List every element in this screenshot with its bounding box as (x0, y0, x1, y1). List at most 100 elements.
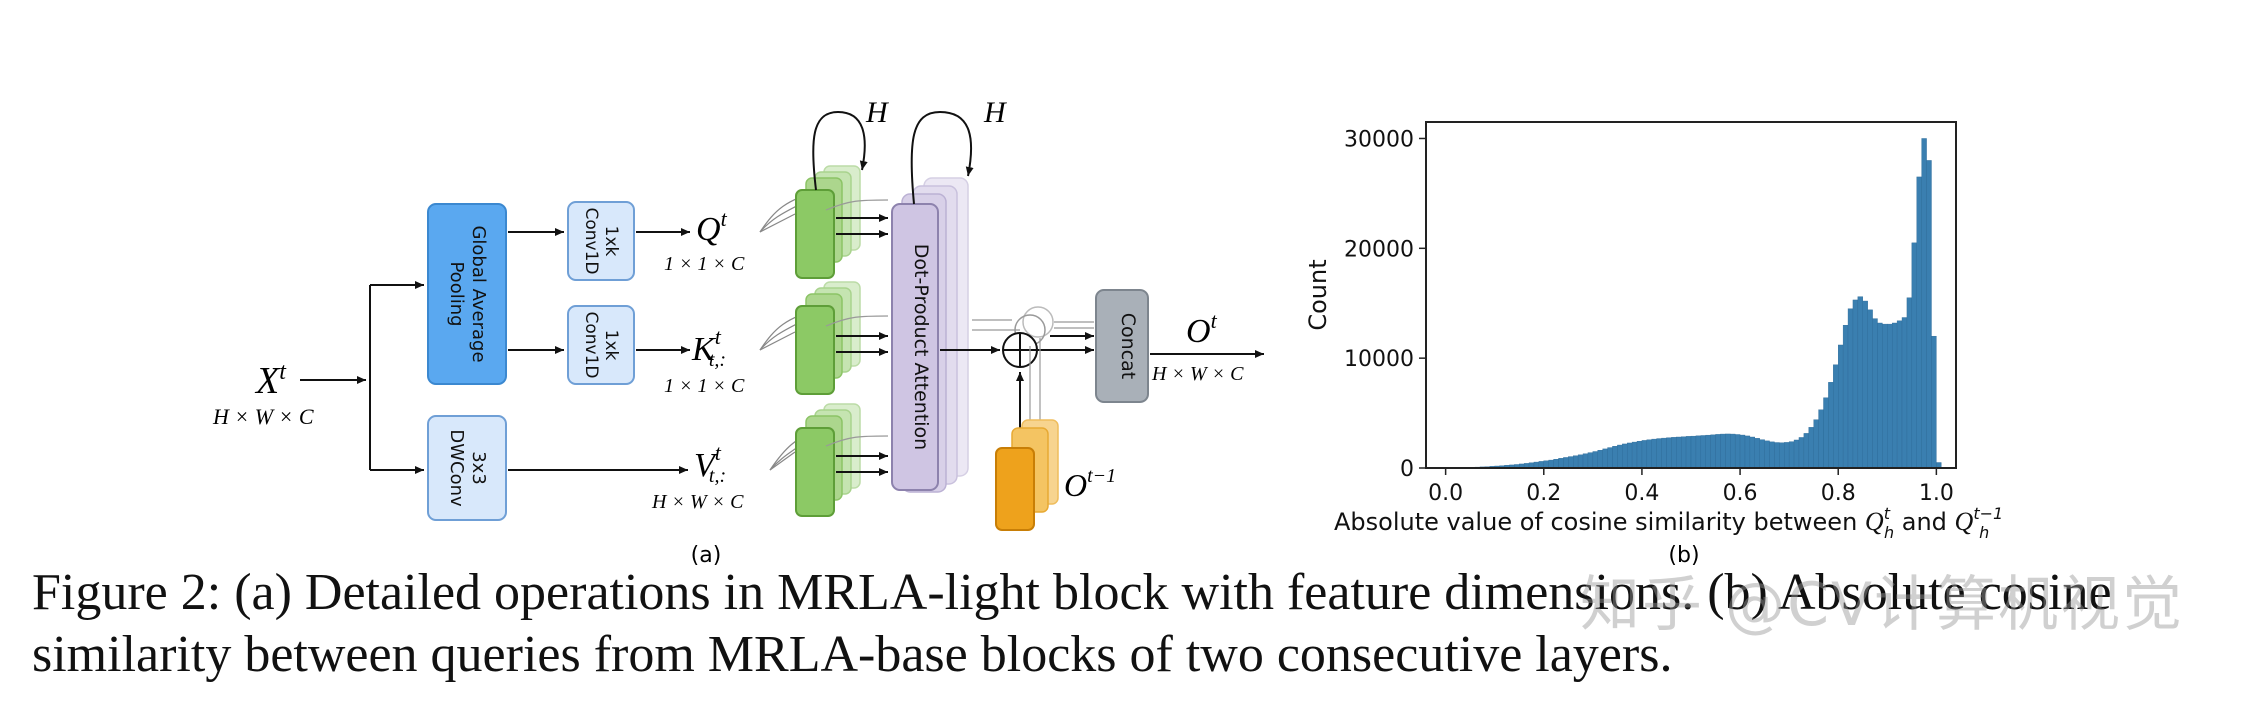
histogram-bar (1808, 427, 1814, 469)
y-tick-label: 20000 (1344, 237, 1414, 262)
histogram-bar (1587, 452, 1594, 469)
histogram-bar (1592, 451, 1598, 469)
histogram-bar (1774, 442, 1780, 469)
histogram-bar (1646, 439, 1652, 469)
histogram-bar (1759, 439, 1765, 469)
histogram-bar (1568, 456, 1574, 469)
histogram-bar (1725, 433, 1731, 469)
plot-area-frame (1425, 121, 1957, 469)
q-head-stack (795, 165, 861, 279)
histogram-bar (1626, 442, 1633, 469)
input-dims: H × W × C (212, 404, 314, 429)
histogram-bar (1798, 437, 1805, 469)
histogram-bar (1680, 436, 1687, 469)
histogram-bar (1842, 325, 1849, 469)
conv1d-q-box (567, 201, 635, 281)
heads-label-2: H (983, 96, 1008, 129)
histogram-bar (1558, 458, 1564, 469)
histogram-bar (1833, 364, 1839, 469)
output-label: Ot (1186, 308, 1218, 350)
prev-output-label: Ot−1 (1064, 465, 1116, 503)
histogram-bar (1563, 457, 1569, 469)
histogram-bar (1651, 438, 1657, 469)
histogram-bar (1931, 335, 1937, 469)
histogram-bar (1720, 433, 1726, 469)
histogram-bar (1543, 460, 1549, 469)
histogram-bar (1891, 322, 1898, 469)
histogram-bar (1597, 450, 1603, 469)
histogram-bar (1911, 242, 1917, 469)
histogram-bar (1607, 447, 1613, 469)
histogram-bar (1862, 300, 1868, 469)
histogram-bar (1813, 419, 1819, 469)
y-tick-label: 10000 (1344, 347, 1414, 372)
global-average-pooling-box (427, 203, 507, 385)
x-tick-label: 0.2 (1526, 481, 1561, 506)
histogram-bar (1921, 138, 1927, 469)
caption-line-1: Figure 2: (a) Detailed operations in MRL… (32, 564, 2112, 621)
diagram-panel-a: Xt H × W × C Global AveragePooling 3x3DW… (212, 96, 1264, 568)
figure-caption: Figure 2: (a) Detailed operations in MRL… (32, 562, 2232, 686)
histogram-bar (1867, 309, 1873, 469)
histogram-bar (1622, 443, 1628, 469)
histogram-bar (1828, 382, 1834, 469)
histogram-bar (1573, 455, 1579, 469)
histogram-bar (1882, 323, 1888, 469)
histogram-bar (1749, 436, 1756, 469)
histogram-bar (1695, 435, 1702, 469)
attention-stack (891, 177, 969, 493)
histogram-bar (1872, 318, 1878, 469)
histogram-bar (1710, 434, 1716, 469)
histogram-bar (1823, 397, 1829, 469)
y-tick-label: 30000 (1344, 127, 1414, 152)
histogram-bar (1617, 444, 1623, 469)
y-tick-label: 0 (1400, 457, 1414, 482)
panel-a-label: (a) (691, 543, 722, 568)
x-tick-label: 0.0 (1428, 481, 1463, 506)
watermark: 知乎 @CV计算机视觉 (1580, 570, 2185, 640)
histogram-bar (1676, 436, 1682, 469)
histogram-bar (1656, 438, 1662, 469)
histogram-bar (1690, 435, 1697, 469)
q-label: Qt (696, 206, 728, 248)
histogram-bar (1818, 409, 1824, 469)
histogram-bar (1739, 434, 1746, 469)
histogram-bar (1744, 435, 1751, 469)
histogram-bar (1602, 448, 1608, 469)
k-head-stack (795, 281, 861, 395)
histogram-bar (1734, 434, 1741, 469)
histogram-bar (1661, 437, 1667, 469)
histogram-bar (1636, 441, 1643, 469)
histogram-bar (1631, 441, 1638, 469)
histogram-bar (1901, 317, 1908, 469)
conv1d-k-label: 1xkConv1D (581, 311, 621, 378)
histogram-bar (1764, 440, 1770, 469)
concat-box (1095, 289, 1149, 403)
dwconv-box (427, 415, 507, 521)
histogram-bar (1896, 320, 1903, 469)
dwconv-label: 3x3DWConv (446, 429, 489, 507)
heads-loop-2 (910, 110, 974, 205)
v-dims: H × W × C (651, 491, 744, 513)
sum-node (1002, 306, 1054, 368)
histogram-bar (1906, 297, 1913, 469)
histogram-bar (1715, 434, 1721, 469)
conv1d-k-box (567, 305, 635, 385)
histogram-bar (1641, 440, 1648, 469)
histogram-bar (1847, 308, 1854, 469)
histogram-bar (1916, 176, 1922, 469)
histogram-bar (1779, 442, 1785, 469)
histogram-bar (1852, 299, 1859, 469)
attention-label: Dot-Product Attention (910, 244, 932, 450)
histogram-bar (1877, 322, 1883, 469)
x-tick-label: 0.4 (1624, 481, 1659, 506)
output-dims: H × W × C (1151, 363, 1244, 385)
histogram-bar (1577, 454, 1584, 469)
y-axis-ticks: 0 10000 20000 30000 (1344, 127, 1426, 482)
histogram-bar (1793, 439, 1800, 469)
histogram-bars (1450, 138, 1942, 469)
